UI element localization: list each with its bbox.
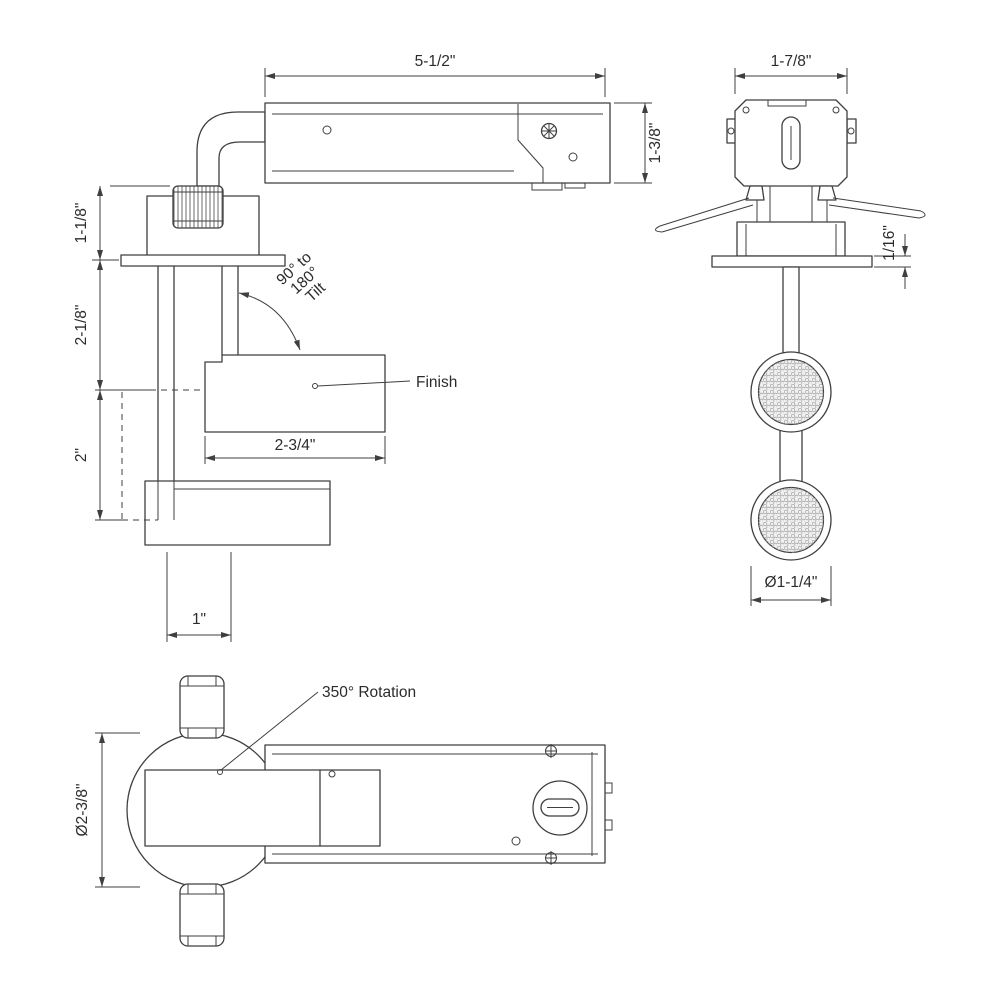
rivet xyxy=(328,770,336,778)
housing-tab xyxy=(531,182,563,191)
stem-top xyxy=(179,883,225,947)
stem-extended xyxy=(157,265,175,482)
elbow-arm xyxy=(196,111,266,187)
rotation-callout: 350° Rotation xyxy=(217,684,416,775)
upper-lens xyxy=(750,351,832,433)
dim-chain-left: 1-1/8" 2-1/8" 2" xyxy=(73,185,205,521)
finish-callout: Finish xyxy=(312,374,457,391)
svg-text:Ø1-1/4": Ø1-1/4" xyxy=(765,574,818,591)
svg-text:1-3/8": 1-3/8" xyxy=(647,123,664,164)
socket-slot xyxy=(540,798,580,817)
top-view: 350° Rotation Ø2-3/8" xyxy=(74,675,613,947)
recessed-housing xyxy=(144,480,331,546)
dim-lens-diameter: Ø1-1/4" xyxy=(750,566,832,606)
torsion-springs xyxy=(655,185,926,233)
dim-housing-width: 5-1/2" xyxy=(264,53,606,97)
dim-housing-drop: 2" xyxy=(73,448,90,462)
screw-icon xyxy=(545,744,557,758)
lens-connector xyxy=(779,427,803,485)
dim-knob-height: 1-1/8" xyxy=(73,203,90,244)
rotation-label: 350° Rotation xyxy=(322,684,416,701)
dim-housing-height: 1-3/8" xyxy=(614,102,664,184)
rivet xyxy=(511,836,521,846)
honeycomb-lens-texture xyxy=(758,359,824,425)
dim-head-front-width: 1-7/8" xyxy=(734,53,848,94)
head-top xyxy=(144,769,381,847)
screw-icon xyxy=(545,851,557,865)
housing-tab xyxy=(564,182,586,189)
stem-rotated xyxy=(221,265,239,356)
lower-lens xyxy=(750,479,832,561)
adjustment-slot xyxy=(781,116,801,170)
svg-text:2-3/4": 2-3/4" xyxy=(275,437,316,454)
dim-stem-width: 1" xyxy=(166,552,232,642)
dim-flange-thickness: 1/16" xyxy=(874,225,911,289)
flange-front xyxy=(711,255,873,268)
svg-text:1/16": 1/16" xyxy=(881,225,898,261)
fixture-head-side xyxy=(204,354,386,433)
front-view: 1-7/8" 1/16" Ø1-1/4" xyxy=(655,53,926,606)
dim-head-width: 2-3/4" xyxy=(204,436,386,464)
rivet xyxy=(568,152,578,162)
dim-stem-drop: 2-1/8" xyxy=(73,305,90,346)
screw-icon xyxy=(540,122,558,140)
track-housing xyxy=(264,102,611,191)
svg-text:5-1/2": 5-1/2" xyxy=(415,53,456,70)
canopy-front xyxy=(736,221,846,257)
honeycomb-lens-texture xyxy=(758,487,824,553)
stem-front xyxy=(782,266,800,356)
side-view: 90° to 180° Tilt Finish 5-1/2" 1-3/8" xyxy=(73,53,664,642)
knob-top xyxy=(179,675,225,739)
mounting-flange xyxy=(120,254,286,267)
knurled-knob xyxy=(172,185,224,229)
svg-text:1": 1" xyxy=(192,611,206,628)
rivet xyxy=(322,125,332,135)
socket-circle xyxy=(532,780,588,836)
svg-text:1-7/8": 1-7/8" xyxy=(771,53,812,70)
tilt-arc-arrow xyxy=(238,292,301,351)
head-front xyxy=(727,99,855,187)
finish-label: Finish xyxy=(416,374,457,391)
dim-canopy-diameter: Ø2-3/8" xyxy=(74,732,140,888)
svg-text:Ø2-3/8": Ø2-3/8" xyxy=(74,784,91,837)
